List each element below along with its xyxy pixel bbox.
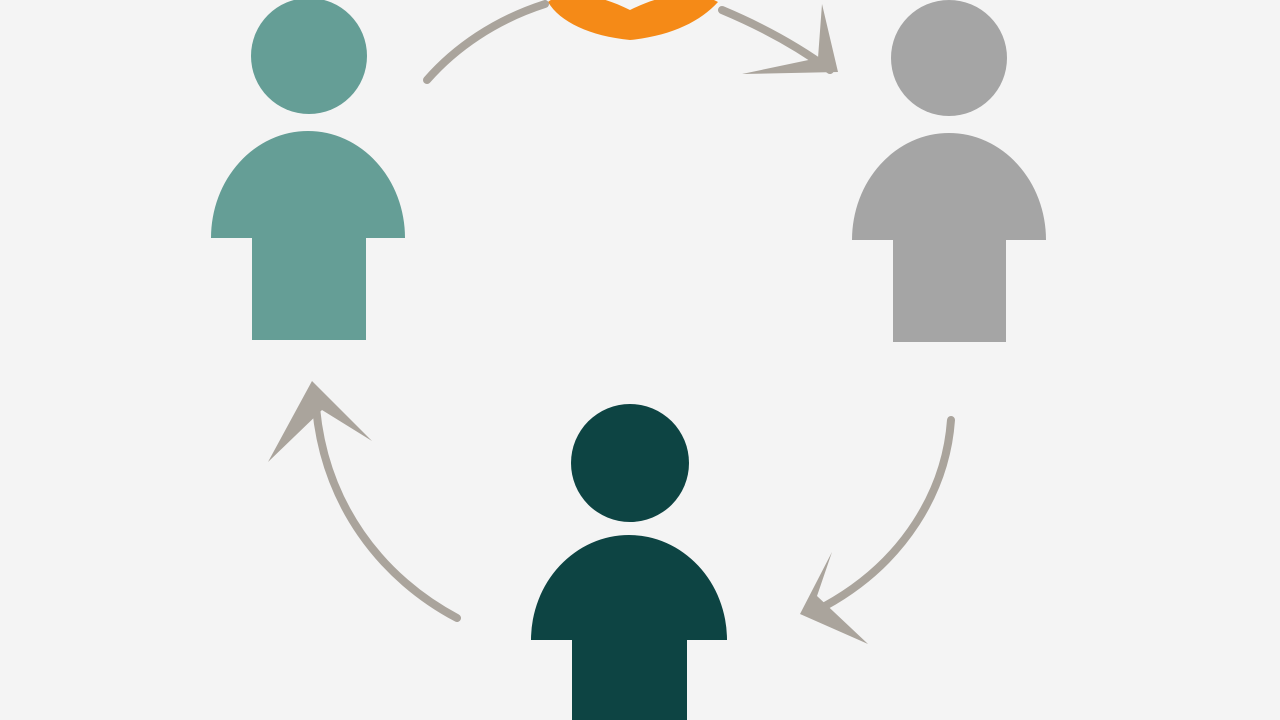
- person-icon-top-right: [852, 0, 1046, 342]
- arrow-left-to-right: [423, 0, 838, 84]
- person-icon-bottom: [531, 404, 727, 720]
- heart-icon: [548, 0, 718, 40]
- person-icon-top-left: [211, 0, 405, 340]
- arrow-bottom-to-left: [268, 381, 461, 622]
- arrow-right-to-bottom: [800, 416, 955, 644]
